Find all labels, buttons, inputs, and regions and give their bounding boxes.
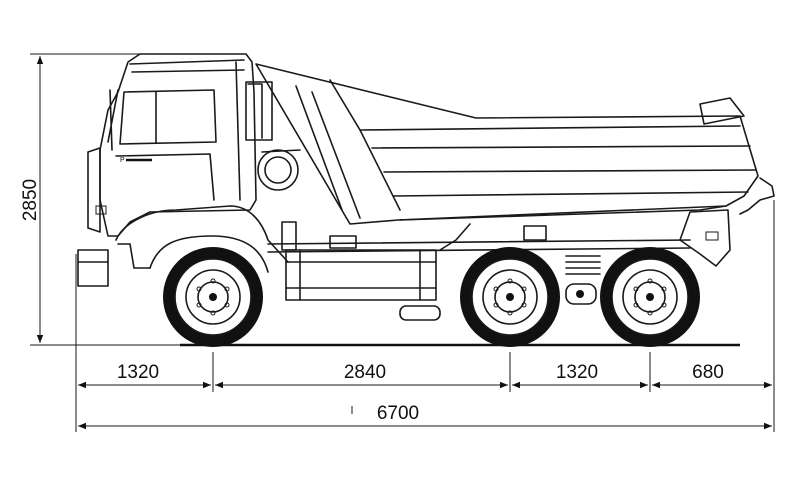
front-bumper bbox=[77, 249, 109, 287]
dimension-labels: 2850 1320 2840 1320 680 6700 bbox=[20, 179, 724, 424]
svg-text:Р: Р bbox=[120, 157, 125, 164]
label-height: 2850 bbox=[20, 179, 41, 221]
rear-wheel-2 bbox=[600, 247, 700, 347]
label-wheelbase-2: 1320 bbox=[556, 362, 598, 383]
dimension-lines bbox=[30, 53, 775, 432]
spare-wheel bbox=[257, 149, 301, 191]
chassis-frame bbox=[267, 221, 691, 321]
front-wheel bbox=[163, 247, 263, 347]
rear-wheel-1 bbox=[460, 247, 560, 347]
cab: Р bbox=[87, 53, 273, 237]
truck-illustration: Р bbox=[77, 53, 775, 347]
front-fender bbox=[115, 205, 289, 273]
label-overall-length: 6700 bbox=[377, 403, 419, 424]
label-front-overhang: 1320 bbox=[117, 362, 159, 383]
label-wheelbase-1: 2840 bbox=[344, 362, 386, 383]
dump-body bbox=[255, 63, 775, 267]
label-rear-overhang: 680 bbox=[692, 362, 724, 383]
rear-suspension bbox=[565, 255, 601, 305]
